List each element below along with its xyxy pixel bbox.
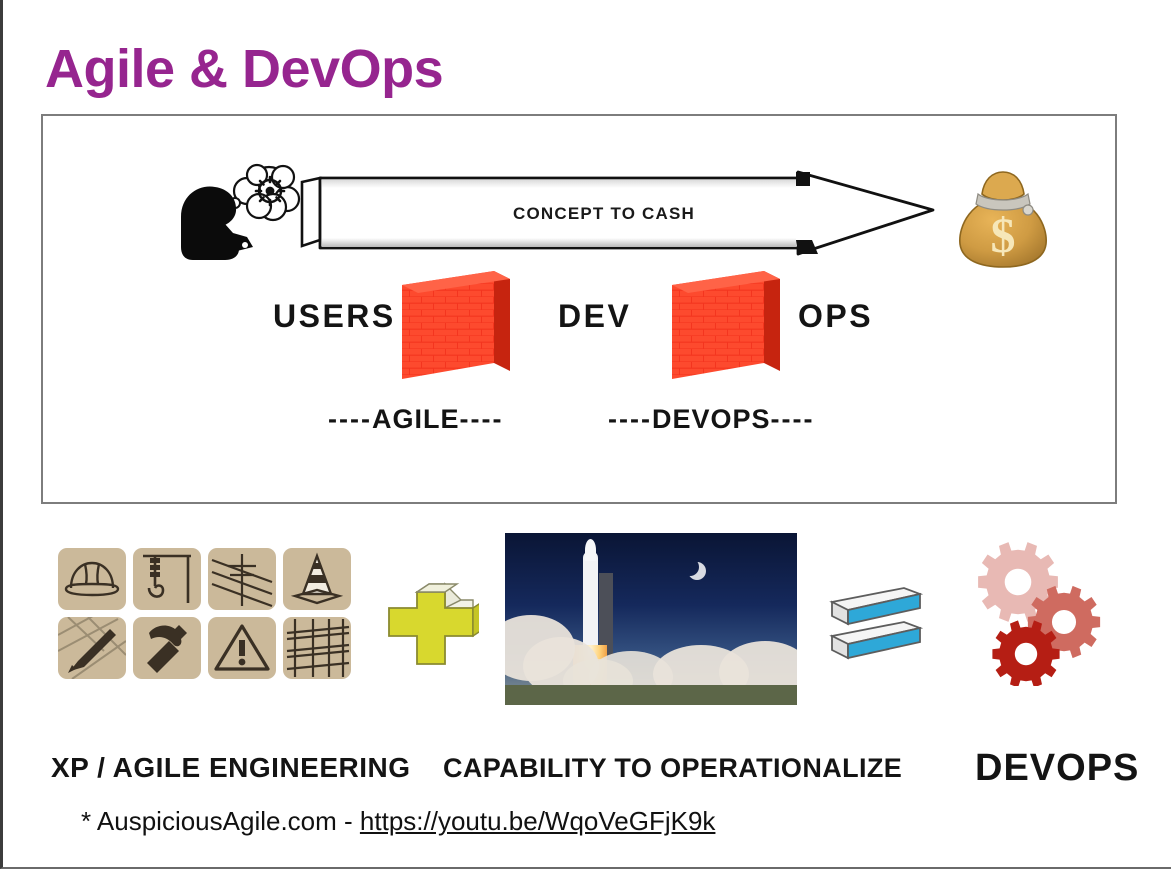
practice-name-agile: AGILE [371,404,460,434]
footer-credit: * AuspiciousAgile.com - https://youtu.be… [81,806,715,837]
scaffolding-icon [283,617,351,679]
construction-icon-grid [58,548,351,679]
role-label-ops: OPS [798,298,874,334]
rocket-nose-cone [585,539,596,561]
caption-devops: DEVOPS [975,747,1140,789]
moon-crescent [681,558,699,576]
role-label-dev: DEV [558,298,632,334]
youtube-link[interactable]: https://youtu.be/WqoVeGFjK9k [359,806,716,836]
devops-equation-row [3,520,1171,720]
head-with-idea-thought-bubble-icon [173,161,313,271]
caption-xp-agile-engineering: XP / AGILE ENGINEERING [51,752,411,783]
brick-wall-icon [668,271,788,386]
crane-hook-icon [133,548,201,610]
dash-left: ---- [608,404,652,434]
footer-prefix: * AuspiciousAgile.com - [81,806,360,836]
gears-icon [968,538,1116,688]
rocket-body [583,551,598,659]
launch-tower [599,573,613,655]
ground-strip [505,685,797,705]
rocket-launch-photo [505,533,797,705]
hard-hat-icon [58,548,126,610]
practice-label-agile: ----AGILE---- [328,404,503,435]
hammer-icon [133,617,201,679]
caption-capability-to-operationalize: CAPABILITY TO OPERATIONALIZE [443,753,903,783]
equals-sign-3d-icon [826,580,926,668]
concept-to-cash-diagram: CONCEPT TO CASH $ [41,114,1117,504]
dash-left: ---- [328,404,372,434]
svg-text:$: $ [991,207,1016,263]
role-label-users: USERS [273,298,396,334]
blueprint-pencil-icon [58,617,126,679]
dash-right: ---- [459,404,504,434]
money-bag-dollar-icon: $ [948,164,1058,274]
traffic-cone-icon [283,548,351,610]
dash-right: ---- [770,404,815,434]
concept-to-cash-arrow: CONCEPT TO CASH [298,164,938,269]
arrow-label: CONCEPT TO CASH [513,204,696,223]
warning-triangle-icon [208,617,276,679]
brick-wall-icon [398,271,518,386]
practice-name-devops: DEVOPS [651,404,771,434]
power-lines-icon [208,548,276,610]
page-title: Agile & DevOps [45,39,444,99]
plus-sign-3d-icon [383,578,486,674]
practice-label-devops: ----DEVOPS---- [608,404,814,435]
